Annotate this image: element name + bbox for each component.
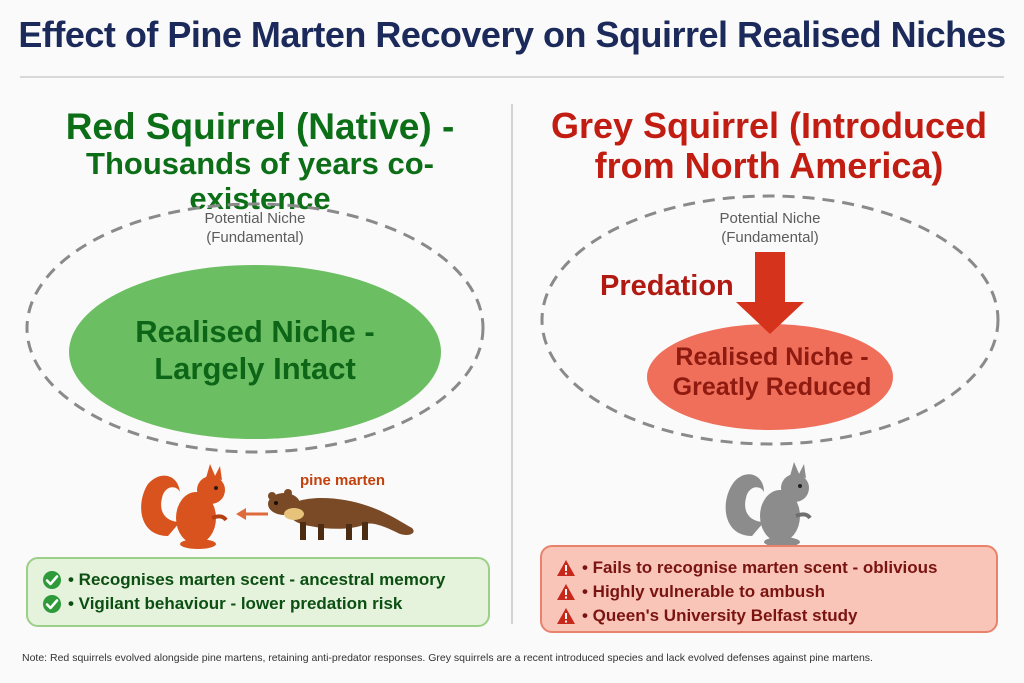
- predation-arrow-icon: [736, 252, 804, 334]
- grey-potential-niche-ellipse: [540, 194, 1000, 446]
- predation-label: Predation: [600, 270, 734, 302]
- grey-potential-niche-label: Potential Niche (Fundamental): [675, 210, 865, 248]
- red-trait-1: • Recognises marten scent - ancestral me…: [68, 570, 446, 589]
- red-heading-line2: Thousands of years co-existence: [86, 146, 434, 217]
- grey-trait-1: • Fails to recognise marten scent - obli…: [582, 558, 938, 577]
- red-squirrel-traits-box: • Recognises marten scent - ancestral me…: [26, 557, 490, 627]
- red-realised-niche-label: Realised Niche - Largely Intact: [70, 313, 440, 387]
- grey-realised-line2: Greatly Reduced: [672, 373, 872, 401]
- page-title: Effect of Pine Marten Recovery on Squirr…: [18, 14, 1006, 55]
- pine-marten-label: pine marten: [300, 472, 386, 489]
- grey-realised-niche-ellipse: [647, 324, 893, 430]
- red-heading-line1: Red Squirrel (Native) -: [65, 106, 455, 147]
- grey-squirrel-traits-box: • Fails to recognise marten scent - obli…: [540, 545, 998, 633]
- grey-trait-2: • Highly vulnerable to ambush: [582, 582, 826, 601]
- grey-potential-line2: (Fundamental): [721, 228, 819, 246]
- red-realised-niche-ellipse: [69, 265, 441, 439]
- grey-heading-line1: Grey Squirrel (Introduced: [550, 105, 988, 146]
- panel-divider: [511, 104, 513, 624]
- title-divider: [20, 76, 1004, 78]
- red-squirrel-icon: [141, 464, 228, 549]
- grey-squirrel-icon: [725, 462, 812, 547]
- list-item: • Queen's University Belfast study: [556, 604, 982, 628]
- grey-potential-line1: Potential Niche: [719, 210, 821, 227]
- footnote: Note: Red squirrels evolved alongside pi…: [22, 652, 873, 664]
- pine-marten-icon: [268, 489, 414, 540]
- list-item: • Fails to recognise marten scent - obli…: [556, 556, 982, 580]
- red-realised-line2: Largely Intact: [154, 351, 356, 387]
- red-potential-niche-label: Potential Niche (Fundamental): [160, 210, 350, 248]
- red-potential-line1: Potential Niche: [204, 210, 306, 227]
- list-item: • Vigilant behaviour - lower predation r…: [42, 592, 474, 616]
- grey-trait-3: • Queen's University Belfast study: [582, 606, 858, 625]
- red-potential-line2: (Fundamental): [206, 228, 304, 246]
- list-item: • Recognises marten scent - ancestral me…: [42, 568, 474, 592]
- red-potential-niche-ellipse: [25, 202, 485, 454]
- warning-triangle-icon: [557, 560, 575, 576]
- check-circle-icon: [43, 571, 61, 589]
- approach-arrow-icon: [236, 508, 268, 520]
- red-squirrel-heading: Red Squirrel (Native) - Thousands of yea…: [20, 106, 500, 217]
- list-item: • Highly vulnerable to ambush: [556, 580, 982, 604]
- grey-realised-niche-label: Realised Niche - Greatly Reduced: [652, 342, 892, 402]
- red-trait-2: • Vigilant behaviour - lower predation r…: [68, 594, 403, 613]
- grey-realised-line1: Realised Niche -: [675, 343, 869, 371]
- red-realised-line1: Realised Niche -: [135, 314, 375, 349]
- grey-squirrel-heading: Grey Squirrel (Introduced from North Ame…: [524, 105, 1014, 187]
- grey-heading-line2: from North America): [594, 145, 944, 187]
- warning-triangle-icon: [557, 584, 575, 600]
- check-circle-icon: [43, 595, 61, 613]
- warning-triangle-icon: [557, 608, 575, 624]
